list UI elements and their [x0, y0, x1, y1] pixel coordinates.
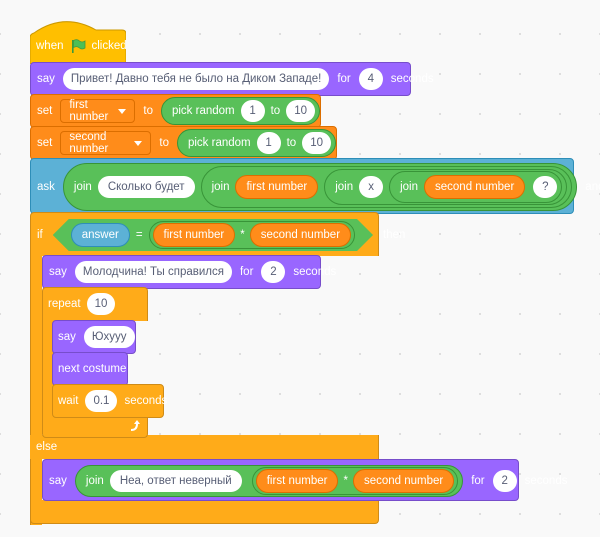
- say-label: say: [49, 475, 67, 487]
- say-for-seconds-block[interactable]: say Привет! Давно тебя не было на Диком …: [30, 62, 434, 96]
- set-variable-block[interactable]: set second number to pick random 1 to 10: [30, 126, 337, 160]
- say-for-seconds-block[interactable]: say join Неа, ответ неверный first numbe…: [42, 459, 567, 501]
- equals-operator[interactable]: answer = first number * second number: [53, 219, 373, 251]
- seconds-label: seconds: [293, 266, 337, 278]
- say-for-seconds-block[interactable]: say Молодчина! Ты справился for 2 second…: [42, 255, 336, 289]
- seconds-label: seconds: [524, 475, 568, 487]
- and-wait-label: and wait: [585, 181, 600, 193]
- message-input[interactable]: Привет! Давно тебя не было на Диком Запа…: [62, 68, 330, 90]
- second-number-variable[interactable]: second number: [250, 223, 351, 247]
- first-number-variable[interactable]: first number: [235, 175, 319, 199]
- variable-name: second number: [69, 131, 109, 155]
- say-block[interactable]: say Юхууу: [52, 320, 136, 354]
- repeat-bottom: [42, 416, 148, 438]
- for-label: for: [239, 266, 254, 278]
- join-text-input[interactable]: ?: [533, 176, 558, 198]
- when-flag-clicked-block[interactable]: when clicked: [30, 16, 127, 64]
- first-number-variable[interactable]: first number: [255, 469, 339, 493]
- else-label: else: [36, 441, 58, 453]
- variable-dropdown[interactable]: first number: [60, 99, 136, 123]
- pick-random-reporter[interactable]: pick random 1 to 10: [160, 97, 320, 125]
- wait-label: wait: [58, 395, 79, 407]
- say-label: say: [58, 331, 76, 343]
- join-reporter[interactable]: join first number join x join second num…: [200, 166, 573, 208]
- variable-name: first number: [69, 99, 109, 123]
- wait-block[interactable]: wait 0.1 seconds: [52, 384, 168, 418]
- second-number-variable[interactable]: second number: [424, 175, 526, 199]
- seconds-input[interactable]: 4: [358, 68, 383, 90]
- else-bar: else: [30, 435, 379, 459]
- message-input[interactable]: Юхууу: [83, 326, 135, 348]
- join-text-input[interactable]: x: [359, 176, 384, 198]
- random-from-input[interactable]: 1: [256, 132, 281, 154]
- join-label: join: [85, 475, 104, 487]
- multiply-operator[interactable]: first number * second number: [149, 221, 355, 249]
- if-bottom: [30, 500, 379, 524]
- variable-dropdown[interactable]: second number: [60, 131, 152, 155]
- random-to-label: to: [270, 105, 281, 117]
- set-label: set: [37, 105, 53, 117]
- second-number-variable[interactable]: second number: [352, 469, 455, 493]
- clicked-label: clicked: [91, 40, 127, 52]
- next-costume-label: next costume: [58, 363, 127, 375]
- when-label: when: [36, 40, 64, 52]
- join-reporter[interactable]: join x join second number ?: [324, 169, 568, 205]
- repeat-block[interactable]: repeat 10: [42, 287, 148, 321]
- join-text-input[interactable]: Неа, ответ неверный: [109, 470, 242, 492]
- multiply-label: *: [343, 475, 348, 487]
- next-costume-block[interactable]: next costume: [52, 352, 128, 386]
- join-reporter[interactable]: join second number ?: [389, 171, 563, 203]
- say-label: say: [49, 266, 67, 278]
- to-label: to: [159, 137, 169, 149]
- first-number-variable[interactable]: first number: [153, 223, 236, 247]
- ask-and-wait-block[interactable]: ask join Сколько будет join first number…: [30, 158, 600, 214]
- join-label: join: [335, 181, 354, 193]
- join-text-input[interactable]: Сколько будет: [97, 176, 195, 198]
- pick-random-reporter[interactable]: pick random 1 to 10: [176, 129, 336, 157]
- repeat-count-input[interactable]: 10: [86, 293, 116, 315]
- join-label: join: [211, 181, 230, 193]
- say-label: say: [37, 73, 55, 85]
- seconds-input[interactable]: 2: [492, 470, 517, 492]
- equals-label: =: [135, 229, 143, 241]
- random-to-input[interactable]: 10: [302, 132, 331, 154]
- join-reporter[interactable]: join Сколько будет join first number joi…: [62, 163, 578, 211]
- to-label: to: [143, 105, 153, 117]
- random-to-label: to: [286, 137, 297, 149]
- seconds-label: seconds: [390, 73, 434, 85]
- join-label: join: [73, 181, 92, 193]
- random-to-input[interactable]: 10: [286, 100, 315, 122]
- for-label: for: [471, 475, 485, 487]
- multiply-operator[interactable]: first number * second number: [251, 467, 459, 495]
- seconds-label: seconds: [124, 395, 168, 407]
- message-input[interactable]: Молодчина! Ты справился: [74, 261, 232, 283]
- for-label: for: [337, 73, 351, 85]
- loop-arrow-icon: [130, 420, 140, 431]
- if-else-block[interactable]: if answer = first number * second number…: [30, 212, 405, 256]
- pick-random-label: pick random: [171, 105, 235, 117]
- pick-random-label: pick random: [187, 137, 251, 149]
- if-label: if: [37, 229, 43, 241]
- set-variable-block[interactable]: set first number to pick random 1 to 10: [30, 94, 321, 128]
- random-from-input[interactable]: 1: [240, 100, 265, 122]
- wait-seconds-input[interactable]: 0.1: [85, 390, 118, 412]
- seconds-input[interactable]: 2: [261, 261, 286, 283]
- repeat-label: repeat: [48, 298, 81, 310]
- set-label: set: [37, 137, 53, 149]
- green-flag-icon: [71, 39, 85, 53]
- then-label: then: [383, 229, 406, 241]
- join-label: join: [400, 181, 419, 193]
- if-arm: [30, 255, 42, 525]
- dropdown-arrow-icon: [134, 140, 143, 146]
- join-reporter[interactable]: join Неа, ответ неверный first number * …: [74, 465, 464, 497]
- dropdown-arrow-icon: [118, 108, 127, 114]
- ask-label: ask: [37, 181, 55, 193]
- repeat-arm: [42, 320, 54, 420]
- answer-reporter[interactable]: answer: [71, 223, 130, 247]
- multiply-label: *: [240, 229, 245, 241]
